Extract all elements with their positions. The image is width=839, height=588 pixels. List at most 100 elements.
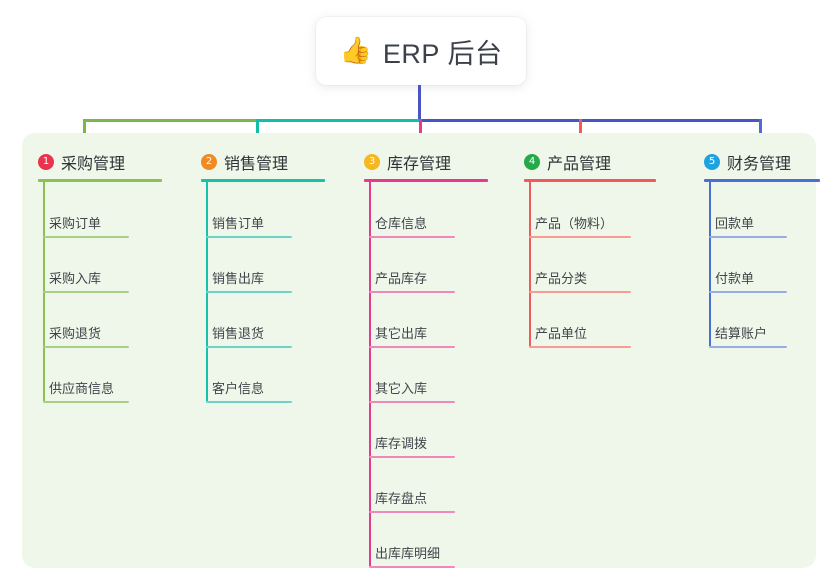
branch-header-rule-2 xyxy=(201,179,325,182)
root-node-content: 👍 ERP 后台 xyxy=(340,32,503,71)
branch-item[interactable]: 仓库信息 xyxy=(375,208,427,236)
branch-item-rule xyxy=(369,401,455,403)
branch-trunk-4 xyxy=(529,179,531,346)
branches-panel: 1 采购管理采购订单采购入库采购退货供应商信息 2 销售管理销售订单销售出库销售退货客… xyxy=(22,133,820,568)
branch-item[interactable]: 采购退货 xyxy=(49,318,101,346)
branch-header-rule-5 xyxy=(704,179,820,182)
branch-item[interactable]: 采购入库 xyxy=(49,263,101,291)
branch-item-label: 付款单 xyxy=(715,271,755,286)
branch-title-2: 销售管理 xyxy=(224,156,289,173)
branch-column-5: 5 财务管理回款单付款单结算账户 xyxy=(688,146,828,348)
branch-header-5[interactable]: 5 财务管理 xyxy=(688,146,828,178)
branch-item-rule xyxy=(369,566,455,568)
branch-item[interactable]: 库存盘点 xyxy=(375,483,427,511)
connector-root-stem xyxy=(418,85,421,122)
branch-item-label: 回款单 xyxy=(715,216,755,231)
thumbs-up-icon: 👍 xyxy=(339,36,372,66)
branch-title-1: 采购管理 xyxy=(61,156,126,173)
branch-item-label: 其它出库 xyxy=(375,326,428,341)
branch-item-label: 销售出库 xyxy=(212,271,265,286)
branch-item-label: 其它入库 xyxy=(375,381,428,396)
branch-trunk-2 xyxy=(206,179,208,401)
branch-badge-2: 2 xyxy=(201,154,217,170)
branch-item[interactable]: 回款单 xyxy=(715,208,754,236)
branch-item-label: 销售退货 xyxy=(212,326,265,341)
branch-item[interactable]: 出库库明细 xyxy=(375,538,440,566)
branch-item-rule xyxy=(709,236,787,238)
branch-item-rule xyxy=(43,236,129,238)
branch-item-label: 供应商信息 xyxy=(49,381,115,396)
branch-item-rule xyxy=(43,346,129,348)
branch-item-label: 产品单位 xyxy=(535,326,588,341)
branch-item-label: 库存调拨 xyxy=(375,436,428,451)
branch-badge-5: 5 xyxy=(704,154,720,170)
branch-badge-3: 3 xyxy=(364,154,380,170)
branch-item[interactable]: 其它入库 xyxy=(375,373,427,401)
branch-header-3[interactable]: 3 库存管理 xyxy=(348,146,498,178)
branch-item-rule xyxy=(369,291,455,293)
branch-item-label: 库存盘点 xyxy=(375,491,428,506)
connector-bus-teal xyxy=(256,119,421,122)
branch-item-rule xyxy=(709,346,787,348)
branch-item[interactable]: 产品库存 xyxy=(375,263,427,291)
branch-item-label: 采购退货 xyxy=(49,326,102,341)
root-title: ERP 后台 xyxy=(382,38,503,69)
branch-item[interactable]: 产品单位 xyxy=(535,318,587,346)
branch-item[interactable]: 销售出库 xyxy=(212,263,264,291)
branch-header-1[interactable]: 1 采购管理 xyxy=(22,146,172,178)
branch-column-1: 1 采购管理采购订单采购入库采购退货供应商信息 xyxy=(22,146,172,403)
branch-trunk-1 xyxy=(43,179,45,401)
branch-item[interactable]: 销售订单 xyxy=(212,208,264,236)
branch-item[interactable]: 销售退货 xyxy=(212,318,264,346)
branch-item-rule xyxy=(529,346,631,348)
connector-bus-purple xyxy=(419,119,762,122)
branch-header-rule-1 xyxy=(38,179,162,182)
branch-item-rule xyxy=(43,401,129,403)
branch-item[interactable]: 结算账户 xyxy=(715,318,767,346)
branch-trunk-3 xyxy=(369,179,371,566)
branch-item[interactable]: 供应商信息 xyxy=(49,373,114,401)
branch-title-3: 库存管理 xyxy=(387,156,452,173)
branch-item-label: 产品（物料） xyxy=(535,216,614,231)
branch-header-4[interactable]: 4 产品管理 xyxy=(508,146,668,178)
branch-column-3: 3 库存管理仓库信息产品库存其它出库其它入库库存调拨库存盘点出库库明细 xyxy=(348,146,498,568)
connector-bus-green xyxy=(83,119,258,122)
branch-item-label: 出库库明细 xyxy=(375,546,441,561)
branch-item-label: 结算账户 xyxy=(715,326,768,341)
branch-item-label: 产品分类 xyxy=(535,271,588,286)
branch-item-label: 采购入库 xyxy=(49,271,102,286)
branch-item-rule xyxy=(369,456,455,458)
branch-item[interactable]: 付款单 xyxy=(715,263,754,291)
branch-header-rule-4 xyxy=(524,179,656,182)
branch-item-rule xyxy=(709,291,787,293)
branch-item[interactable]: 产品（物料） xyxy=(535,208,613,236)
branch-item[interactable]: 库存调拨 xyxy=(375,428,427,456)
branch-item[interactable]: 客户信息 xyxy=(212,373,264,401)
branch-column-2: 2 销售管理销售订单销售出库销售退货客户信息 xyxy=(185,146,335,403)
branch-trunk-5 xyxy=(709,179,711,346)
branch-header-rule-3 xyxy=(364,179,488,182)
branch-badge-1: 1 xyxy=(38,154,54,170)
branch-item-label: 产品库存 xyxy=(375,271,428,286)
branch-badge-4: 4 xyxy=(524,154,540,170)
root-node[interactable]: 👍 ERP 后台 xyxy=(316,17,526,85)
branch-item-rule xyxy=(43,291,129,293)
branch-item[interactable]: 采购订单 xyxy=(49,208,101,236)
branch-item-rule xyxy=(529,236,631,238)
branch-item-label: 销售订单 xyxy=(212,216,265,231)
branch-title-4: 产品管理 xyxy=(547,156,612,173)
branch-item-label: 仓库信息 xyxy=(375,216,428,231)
branch-item[interactable]: 产品分类 xyxy=(535,263,587,291)
branch-header-2[interactable]: 2 销售管理 xyxy=(185,146,335,178)
branch-column-4: 4 产品管理产品（物料） 产品分类产品单位 xyxy=(508,146,668,348)
branch-item-rule xyxy=(206,291,292,293)
branch-item-rule xyxy=(206,346,292,348)
branch-item-rule xyxy=(529,291,631,293)
branch-title-5: 财务管理 xyxy=(727,156,792,173)
branch-item-rule xyxy=(206,236,292,238)
branch-item-label: 客户信息 xyxy=(212,381,265,396)
branch-item-label: 采购订单 xyxy=(49,216,102,231)
branch-item[interactable]: 其它出库 xyxy=(375,318,427,346)
branch-item-rule xyxy=(369,346,455,348)
